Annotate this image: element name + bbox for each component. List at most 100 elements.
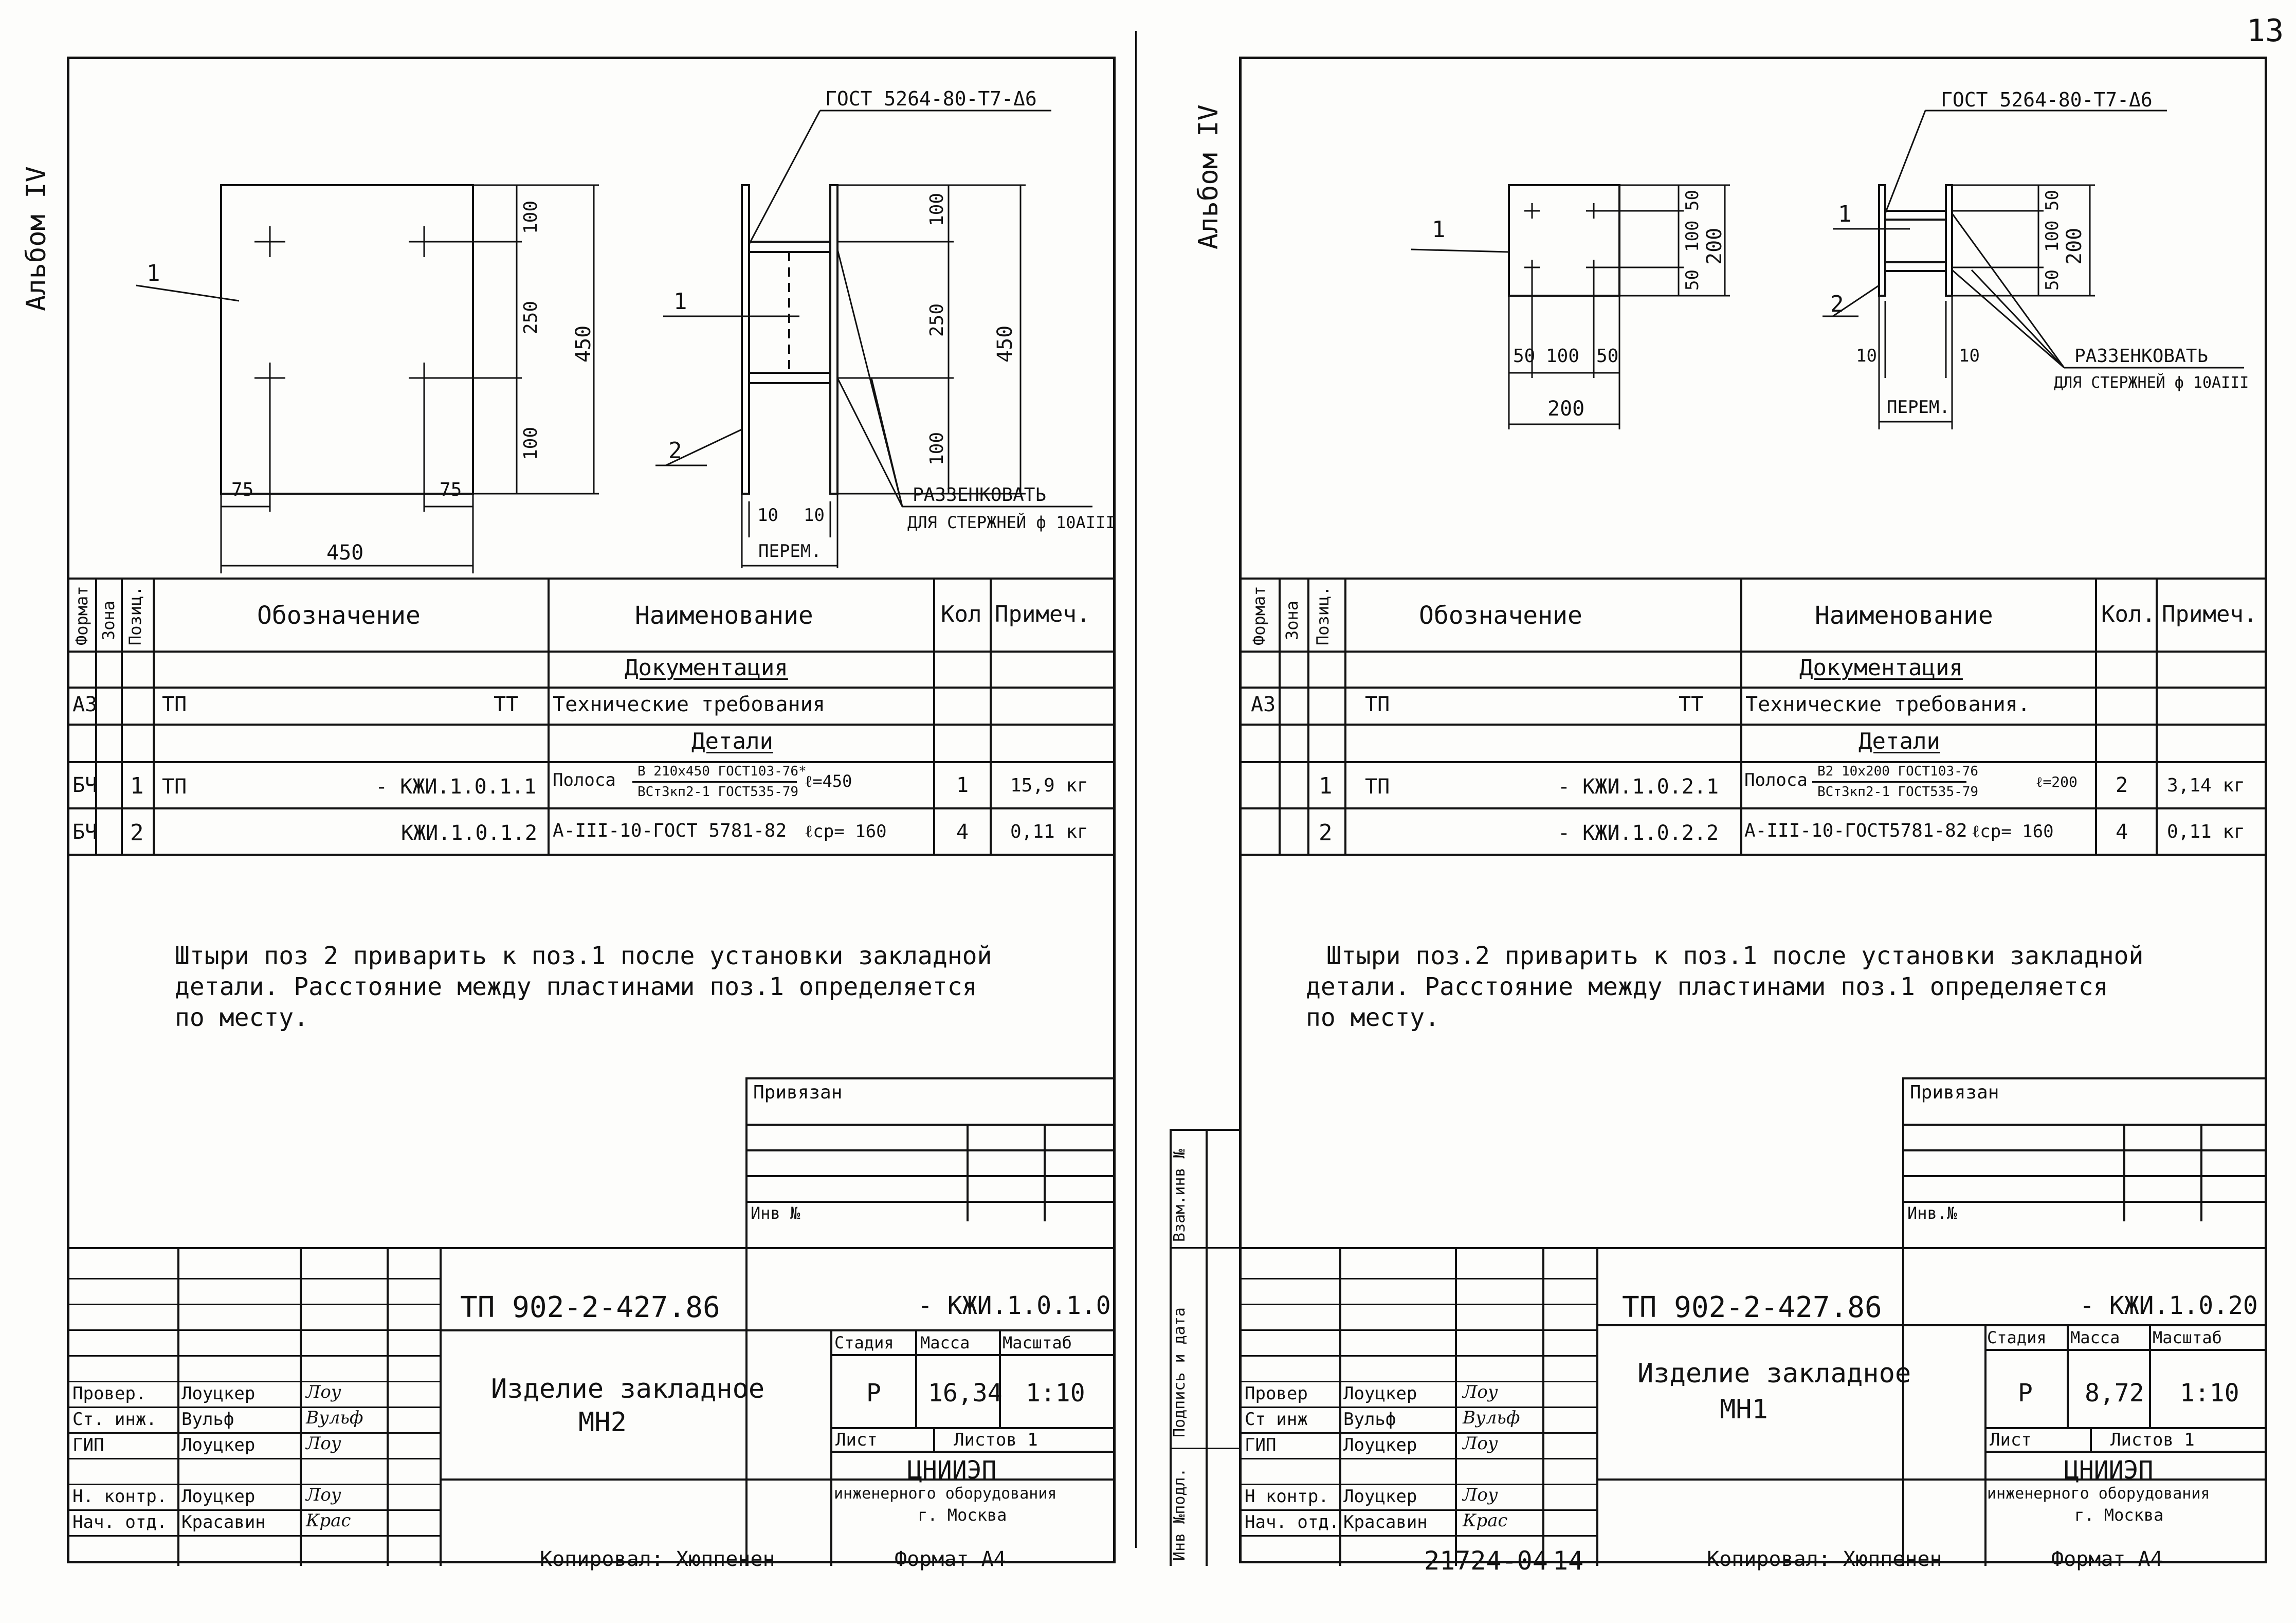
countersink-note: ДЛЯ СТЕРЖНЕЙ ф 10АIII bbox=[2054, 374, 2249, 392]
r1-pos: 1 bbox=[1319, 773, 1333, 799]
docs-format: А3 bbox=[1251, 693, 1276, 716]
r2-qty: 4 bbox=[956, 820, 969, 844]
center-fold-line bbox=[1135, 31, 1137, 1548]
privyazan-label: Привязан bbox=[753, 1082, 843, 1103]
side-dim-total: 200 bbox=[2063, 227, 2086, 265]
dim-h-total: 450 bbox=[572, 325, 595, 363]
countersink-note: ДЛЯ СТЕРЖНЕЙ ф 10АIII bbox=[907, 513, 1116, 532]
sheet-code: - КЖИ.1.0.20 bbox=[2080, 1291, 2258, 1320]
role-1-name: Вульф bbox=[1343, 1409, 1396, 1430]
r1-qty: 2 bbox=[2116, 773, 2128, 797]
album-label: Альбом IV bbox=[21, 166, 52, 311]
docs-designation: ТП bbox=[1365, 693, 1390, 716]
r1-qty: 1 bbox=[956, 773, 969, 797]
r2-code: КЖИ.1.0.1.2 bbox=[401, 821, 537, 845]
role-3: Н контр. bbox=[1245, 1486, 1329, 1507]
side-plate-right bbox=[1945, 184, 1953, 297]
role-3-name: Лоуцкер bbox=[181, 1486, 256, 1507]
r2-len: ℓср= 160 bbox=[805, 821, 887, 842]
side-dim-top: 50 bbox=[2042, 190, 2063, 211]
inv-no-label: Инв № bbox=[751, 1203, 800, 1223]
col-zone: Зона bbox=[99, 600, 118, 640]
inv-no-label: Инв.№ bbox=[1907, 1203, 1957, 1223]
left-sheet: Альбом IV bbox=[21, 57, 1116, 1566]
note-line-2: детали. Расстояние между пластинами поз.… bbox=[1306, 972, 2108, 1001]
role-1: Ст. инж. bbox=[72, 1409, 157, 1430]
r1-len: ℓ=450 bbox=[805, 771, 852, 791]
r1-designation: ТП bbox=[1365, 775, 1390, 799]
r1-note: 15,9 кг bbox=[1010, 775, 1088, 796]
stage-header: Стадия bbox=[1987, 1328, 2047, 1347]
side-dim-mid: 100 bbox=[2042, 220, 2063, 252]
title-line-2: МН2 bbox=[578, 1407, 627, 1438]
org-dept: инженерного оборудования bbox=[834, 1485, 1057, 1503]
dim-h-total: 200 bbox=[1703, 227, 1726, 265]
role-1-sign: Вульф bbox=[306, 1408, 363, 1428]
role-3: Н. контр. bbox=[72, 1486, 168, 1507]
mass-value: 16,34 bbox=[928, 1379, 1003, 1408]
col-qty: Кол. bbox=[2101, 601, 2156, 627]
org-city: г. Москва bbox=[918, 1505, 1007, 1525]
dim-w-mid: 100 bbox=[1546, 346, 1580, 367]
right-drawing bbox=[1411, 110, 2244, 429]
org-dept: инженерного оборудования bbox=[1987, 1485, 2210, 1503]
pos1-label: 1 bbox=[1432, 217, 1446, 243]
r1-name: Полоса bbox=[1744, 770, 1808, 790]
side-pos2-label: 2 bbox=[1830, 291, 1844, 317]
gost-label: ГОСТ 5264-80-Т7-Δ6 bbox=[1941, 88, 2153, 111]
role-1: Ст инж bbox=[1245, 1409, 1308, 1430]
role-2-name: Лоуцкер bbox=[1343, 1435, 1417, 1455]
col-qty: Кол bbox=[941, 601, 982, 627]
role-0-name: Лоуцкер bbox=[181, 1383, 256, 1404]
col-zone: Зона bbox=[1282, 600, 1302, 640]
side-dim-total: 450 bbox=[993, 325, 1017, 363]
r2-format: БЧ bbox=[72, 820, 98, 844]
scale-value: 1:10 bbox=[1026, 1379, 1085, 1408]
mass-header: Масса bbox=[920, 1333, 970, 1352]
dim-h-mid: 250 bbox=[520, 300, 541, 334]
col-pos: Позиц. bbox=[125, 586, 145, 645]
note-line-2: детали. Расстояние между пластинами поз.… bbox=[175, 972, 977, 1001]
perem-label: ПЕРЕМ. bbox=[758, 541, 822, 562]
scale-header: Масштаб bbox=[1003, 1333, 1072, 1352]
note-line-1: Штыри поз 2 приварить к поз.1 после уста… bbox=[175, 942, 992, 970]
dim-h-top: 50 bbox=[1682, 190, 1703, 211]
role-2: ГИП bbox=[1245, 1435, 1277, 1455]
col-name: Наименование bbox=[635, 601, 813, 630]
r2-name: А-III-10-ГОСТ5781-82 bbox=[1744, 820, 1967, 841]
r1-format: БЧ bbox=[72, 773, 98, 797]
side-stamp-sign: Подпись и дата bbox=[1171, 1307, 1189, 1437]
col-note: Примеч. bbox=[995, 601, 1090, 627]
role-1-name: Вульф bbox=[181, 1409, 234, 1430]
role-4-name: Красавин bbox=[1343, 1512, 1428, 1532]
side-plate-left bbox=[1878, 184, 1886, 297]
dim-w-right: 50 bbox=[1596, 346, 1619, 367]
perem-label: ПЕРЕМ. bbox=[1887, 397, 1950, 418]
org-name: ЦНИИЭП bbox=[2064, 1456, 2154, 1485]
role-1-sign: Вульф bbox=[1463, 1408, 1520, 1428]
section-docs: Документация bbox=[1799, 655, 1963, 681]
plate-front bbox=[1508, 184, 1620, 297]
docs-designation2: ТТ bbox=[494, 693, 519, 716]
r2-note: 0,11 кг bbox=[2167, 821, 2245, 842]
r1-frac-bot: ВСт3кп2-1 ГОСТ535-79 bbox=[637, 784, 799, 800]
docs-name: Технические требования bbox=[553, 693, 825, 716]
role-3-sign: Лоу bbox=[1463, 1485, 1498, 1505]
col-pos: Позиц. bbox=[1313, 586, 1333, 645]
left-drawing bbox=[136, 110, 1092, 573]
mass-value: 8,72 bbox=[2085, 1379, 2144, 1408]
note-line-1: Штыри поз.2 приварить к поз.1 после уста… bbox=[1326, 942, 2144, 970]
scale-header: Масштаб bbox=[2153, 1328, 2222, 1347]
role-2-sign: Лоу bbox=[306, 1433, 341, 1454]
r1-frac-top: В 210х450 ГОСТ103-76* bbox=[637, 764, 807, 779]
album-label-right: Альбом IV bbox=[1193, 104, 1224, 249]
countersink-label: РАЗЗЕНКОВАТЬ bbox=[913, 484, 1047, 506]
spec-top bbox=[69, 578, 1113, 580]
role-4: Нач. отд. bbox=[72, 1512, 168, 1532]
role-0-sign: Лоу bbox=[306, 1382, 341, 1402]
col-format: Формат bbox=[72, 586, 92, 645]
col-designation: Обозначение bbox=[257, 601, 421, 630]
r1-len: ℓ=200 bbox=[2036, 773, 2078, 790]
side-dim-bot: 100 bbox=[926, 431, 947, 465]
role-4-name: Красавин bbox=[181, 1512, 266, 1532]
